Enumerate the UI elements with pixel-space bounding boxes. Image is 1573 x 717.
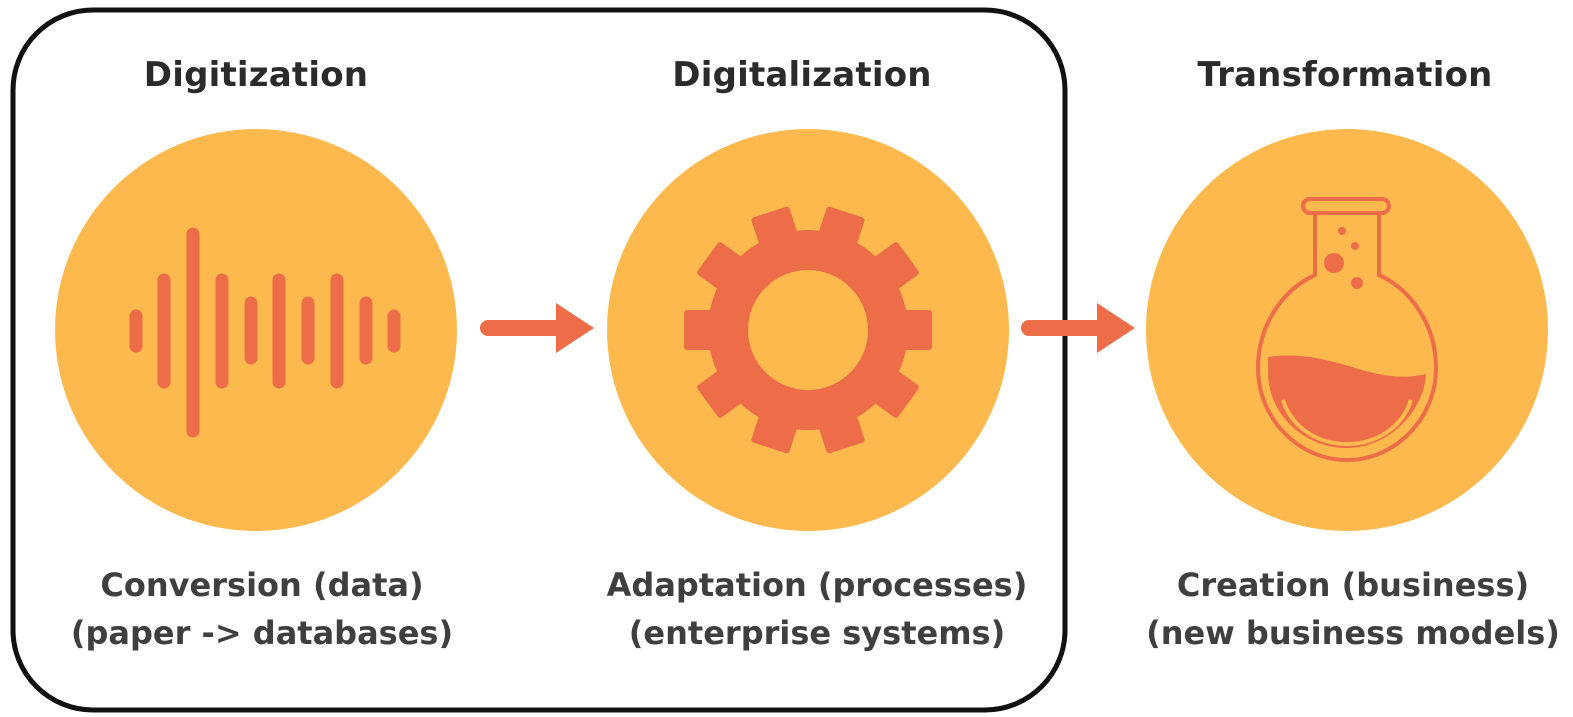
flask-liquid	[1268, 355, 1426, 448]
sound-wave-icon	[129, 227, 401, 438]
digitalization-caption-line1: Adaptation (processes)	[606, 566, 1028, 604]
bubble	[1351, 242, 1359, 250]
transformation-caption: Creation (business) (new business models…	[1093, 561, 1573, 657]
bubble	[1338, 227, 1346, 235]
arrow-digitalization-to-transformation	[1021, 303, 1135, 353]
digitalization-caption: Adaptation (processes) (enterprise syste…	[557, 561, 1077, 657]
bubble	[1324, 253, 1344, 273]
digitization-caption-line2: (paper -> databases)	[70, 614, 454, 652]
flask-rim	[1301, 197, 1391, 215]
digitization-caption: Conversion (data) (paper -> databases)	[2, 561, 522, 657]
arrow-digitization-to-digitalization	[480, 303, 594, 353]
grouping-frame	[10, 7, 1068, 713]
bubble	[1351, 277, 1363, 289]
flask-inner-arc	[1281, 399, 1413, 447]
transformation-caption-line1: Creation (business)	[1176, 566, 1530, 604]
transformation-circle	[1146, 129, 1548, 531]
digitalization-title: Digitalization	[672, 55, 932, 95]
flask-outline	[1256, 212, 1438, 462]
flask-icon	[1256, 197, 1438, 462]
digitization-caption-line1: Conversion (data)	[100, 566, 424, 604]
digitization-title: Digitization	[143, 55, 369, 95]
transformation-caption-line2: (new business models)	[1146, 614, 1560, 652]
transformation-title: Transformation	[1197, 55, 1493, 95]
gear-icon	[684, 206, 932, 454]
digitalization-caption-line2: (enterprise systems)	[628, 614, 1006, 652]
